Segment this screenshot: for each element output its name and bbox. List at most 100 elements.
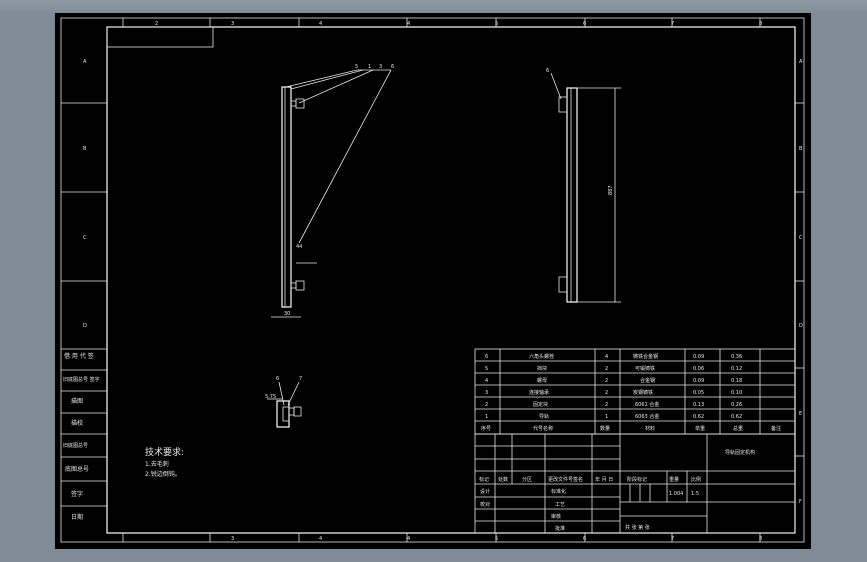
tech-req-item: 1.去毛刺 bbox=[145, 460, 169, 468]
dimension-label: 44 bbox=[296, 244, 302, 250]
bom-header: 材料 bbox=[645, 425, 655, 432]
bom-cell: 6063 合金 bbox=[635, 413, 659, 420]
drawing-sheet[interactable]: 2 3 4 4 5 6 7 8 3 4 4 5 6 7 8 A B C D E … bbox=[55, 13, 811, 549]
zone-col-label: 2 bbox=[155, 21, 158, 27]
bom-table-grid bbox=[474, 348, 796, 435]
strip-label: 日期 bbox=[71, 513, 83, 521]
detail-view[interactable] bbox=[267, 381, 302, 428]
bom-cell: 2 bbox=[605, 402, 608, 408]
bom-cell: 0.05 bbox=[693, 390, 704, 396]
bom-cell: 0.62 bbox=[693, 414, 704, 420]
bom-cell: 可锻铸铁 bbox=[635, 365, 655, 372]
balloon-label: 1 bbox=[368, 64, 371, 70]
bom-cell: 0.36 bbox=[731, 354, 742, 360]
zone-row-label: C bbox=[799, 235, 803, 241]
scale-value: 1:5 bbox=[691, 491, 699, 497]
bom-cell: 六角头螺栓 bbox=[529, 353, 554, 360]
viewport-header bbox=[0, 0, 867, 14]
bom-cell: 导轨 bbox=[539, 413, 549, 420]
bom-cell: 6061 合金 bbox=[635, 401, 659, 408]
rev-header: 处数 bbox=[498, 476, 508, 483]
zone-col-label: 7 bbox=[671, 21, 674, 27]
bom-header: 总重 bbox=[733, 425, 743, 432]
bom-header: 数量 bbox=[600, 425, 610, 432]
stage-label: 阶段标记 bbox=[627, 476, 647, 483]
balloon-label: 6 bbox=[546, 68, 549, 74]
zone-row-label: F bbox=[799, 499, 802, 505]
code-box bbox=[106, 26, 214, 48]
zone-col-label: 6 bbox=[583, 21, 586, 27]
sign-row: 标准化 bbox=[551, 488, 566, 495]
bom-cell: 0.18 bbox=[731, 378, 742, 384]
zone-col-label: 8 bbox=[759, 21, 762, 27]
zone-col-label: 7 bbox=[671, 536, 674, 542]
strip-label: 描校 bbox=[71, 419, 83, 427]
rev-header: 分区 bbox=[522, 476, 532, 483]
title-block-grid bbox=[474, 433, 796, 534]
bom-cell: 4 bbox=[605, 354, 608, 360]
balloon-label: 7 bbox=[299, 376, 302, 382]
strip-label: 旧底图总号 bbox=[63, 442, 88, 449]
bom-cell: 2 bbox=[485, 402, 488, 408]
bom-cell: 4 bbox=[485, 378, 488, 384]
zone-col-label: 5 bbox=[495, 21, 498, 27]
left-zone-strip bbox=[61, 102, 107, 507]
bom-cell: 5 bbox=[485, 366, 488, 372]
zone-row-label: D bbox=[83, 323, 87, 329]
outer-border bbox=[60, 17, 805, 543]
sheet-info: 共 张 第 张 bbox=[625, 524, 650, 531]
zone-col-label: 4 bbox=[319, 536, 322, 542]
drawing-canvas[interactable]: 2 3 4 4 5 6 7 8 3 4 4 5 6 7 8 A B C D E … bbox=[55, 13, 811, 549]
bom-cell: 2 bbox=[605, 390, 608, 396]
sign-row: 设计 bbox=[480, 488, 490, 495]
weight-value: 1.004 bbox=[669, 491, 683, 497]
zone-row-label: C bbox=[83, 235, 87, 241]
strip-label: 旧底图总号 签字 bbox=[63, 376, 100, 383]
inner-frame bbox=[106, 26, 796, 534]
side-view[interactable] bbox=[550, 72, 621, 303]
zone-col-label: 4 bbox=[319, 21, 322, 27]
zone-col-label: 5 bbox=[495, 536, 498, 542]
zone-row-label: A bbox=[799, 59, 803, 65]
tech-req-item: 2.锐边倒钝。 bbox=[145, 470, 181, 478]
zone-row-label: B bbox=[799, 146, 803, 152]
zone-row-label: A bbox=[83, 59, 87, 65]
balloon-label: 5 bbox=[355, 64, 358, 70]
bom-cell: 1 bbox=[605, 414, 608, 420]
bom-cell: 铸铁合金钢 bbox=[633, 353, 658, 360]
bom-cell: 固定块 bbox=[533, 401, 548, 408]
bom-header: 备注 bbox=[771, 425, 781, 432]
zone-col-label: 6 bbox=[583, 536, 586, 542]
zone-col-label: 3 bbox=[231, 21, 234, 27]
bom-cell: 螺母 bbox=[537, 377, 547, 384]
balloon-label: 3 bbox=[379, 64, 382, 70]
sign-row: 校对 bbox=[480, 501, 490, 508]
strip-label: 描图 bbox=[71, 397, 83, 405]
zone-ticks bbox=[122, 18, 804, 542]
bom-cell: 0.12 bbox=[731, 366, 742, 372]
balloon-label: 6 bbox=[276, 376, 279, 382]
strip-label: 底图总号 bbox=[65, 465, 89, 473]
scale-label: 比例 bbox=[691, 476, 701, 483]
dimension-label: 30 bbox=[284, 311, 290, 317]
zone-col-label: 4 bbox=[407, 536, 410, 542]
bom-cell: 0.09 bbox=[693, 378, 704, 384]
drawing-name: 导轨固定机构 bbox=[725, 449, 755, 456]
bom-cell: 0.13 bbox=[693, 402, 704, 408]
bom-cell: 0.06 bbox=[693, 366, 704, 372]
bom-cell: 炭钢铸铁 bbox=[633, 389, 653, 396]
bom-cell: 6 bbox=[485, 354, 488, 360]
zone-col-label: 4 bbox=[407, 21, 410, 27]
balloon-label: 6 bbox=[391, 64, 394, 70]
front-view[interactable] bbox=[271, 69, 392, 318]
sign-row: 批准 bbox=[555, 525, 565, 532]
bom-cell: 0.26 bbox=[731, 402, 742, 408]
sign-row: 审核 bbox=[551, 513, 561, 520]
bom-cell: 2 bbox=[605, 366, 608, 372]
bom-header: 单重 bbox=[695, 425, 705, 432]
zone-row-label: E bbox=[799, 411, 802, 417]
sign-row: 工艺 bbox=[555, 502, 565, 508]
bom-header: 代号名称 bbox=[533, 425, 553, 432]
dimension-label: 5.75 bbox=[265, 394, 276, 400]
tech-req-title: 技术要求: bbox=[145, 446, 184, 458]
